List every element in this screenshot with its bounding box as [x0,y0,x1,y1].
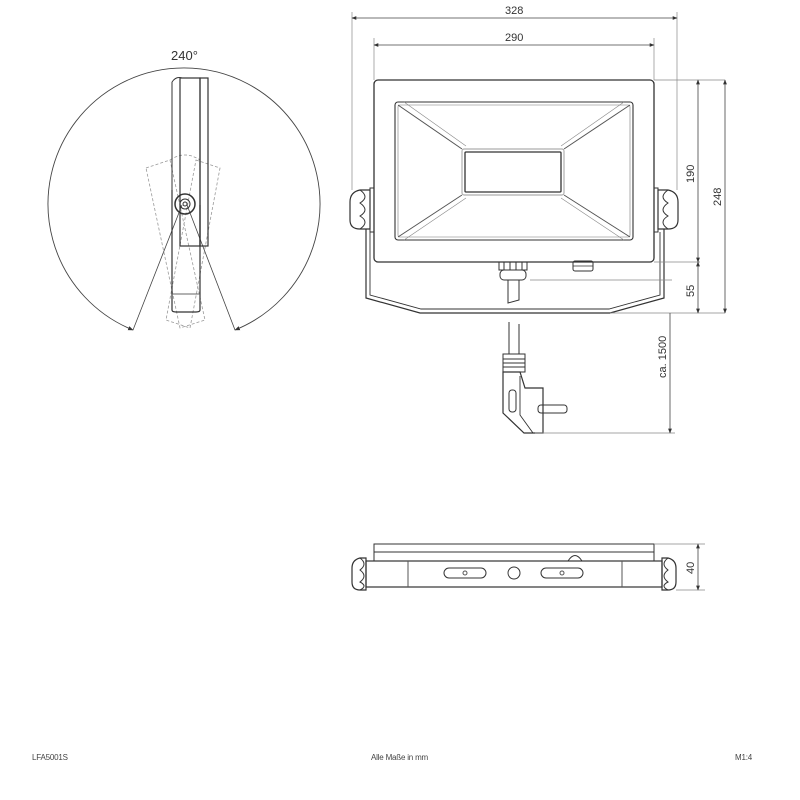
dim-40: 40 [685,562,697,574]
bracket-top [365,560,663,588]
rotation-arc [47,67,321,331]
dim-290: 290 [505,32,523,44]
mounting-slot-right [540,567,584,579]
side-view [47,67,321,331]
dim-328: 328 [505,5,523,17]
dim-55: 55 [685,285,697,297]
dim-190: 190 [685,165,697,183]
dim-cable-length: ca. 1500 [657,336,669,378]
left-knob [349,187,375,233]
dim-248: 248 [712,188,724,206]
units-note: Alle Maße in mm [371,753,429,762]
top-view [351,543,705,591]
scale-label: M1:4 [735,753,752,762]
article-number: LFA5001S [32,753,68,762]
power-plug [502,322,568,434]
pivot-knob [174,193,196,215]
rotation-label: 240° [171,48,198,63]
led-panel [464,151,562,193]
front-view [349,12,727,434]
bracket-front [365,229,665,314]
alternate-position-outline [145,154,221,329]
mounting-hole [507,566,521,580]
cable-gland [498,261,528,304]
mounting-slot-left [443,567,487,579]
housing-front [373,79,655,263]
right-knob [653,187,679,233]
bracket-arm-side [171,190,201,313]
